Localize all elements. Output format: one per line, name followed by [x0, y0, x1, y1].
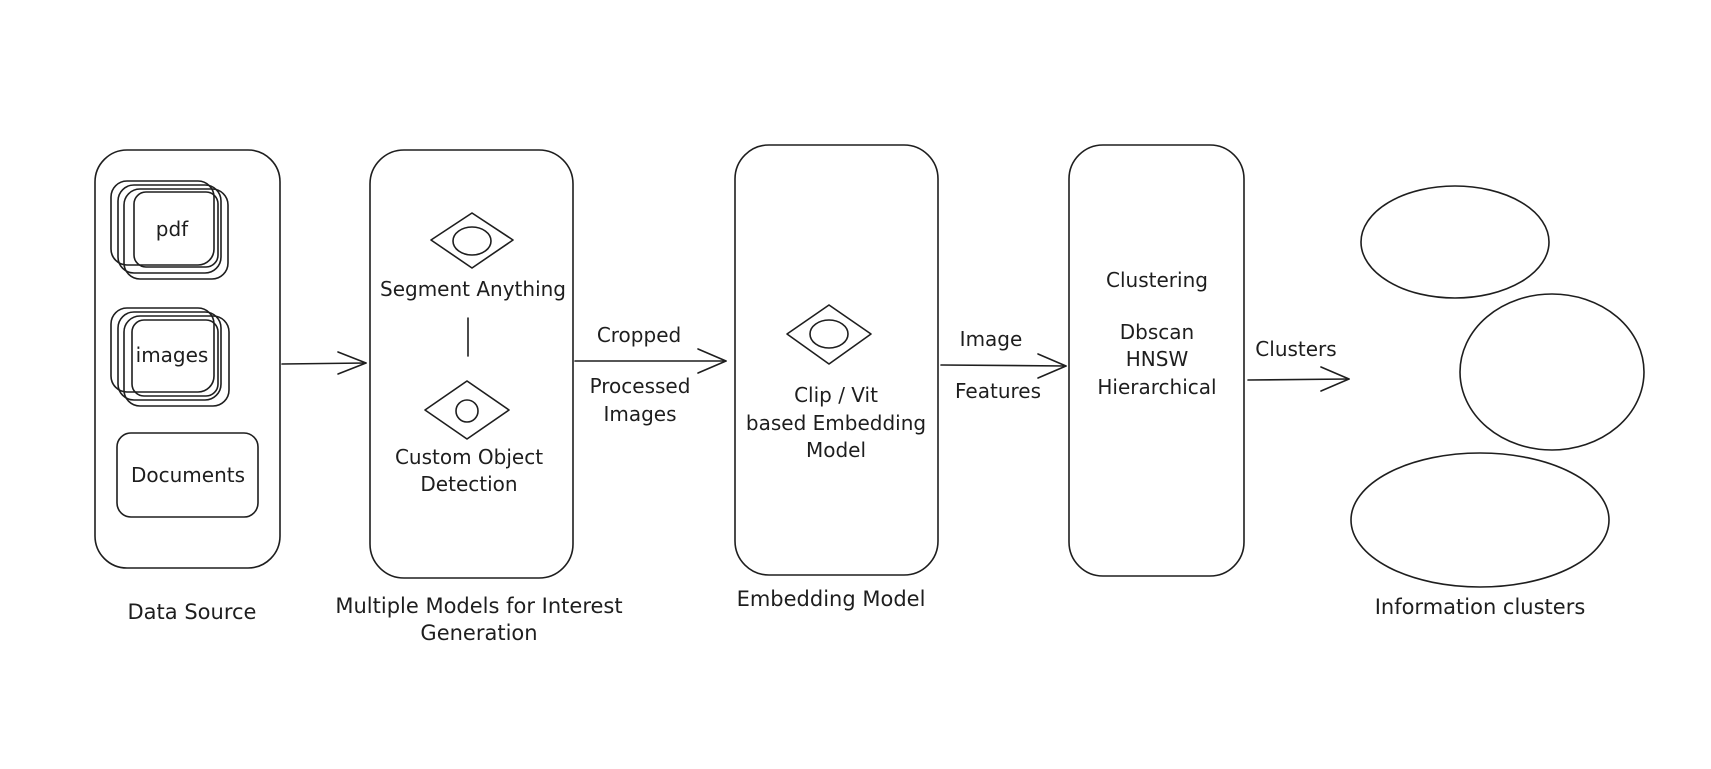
- edge-label-cropped: Cropped: [597, 323, 681, 347]
- embedding-stage: Clip / Vit based Embedding Model: [734, 144, 939, 576]
- segment-anything-icon: [430, 212, 514, 269]
- arrow-source-to-models: [281, 351, 367, 375]
- label-information-clusters: Information clusters: [1375, 595, 1586, 619]
- images-label: images: [136, 343, 209, 367]
- edge-label-images: Images: [603, 402, 676, 426]
- label-interest-models-2: Generation: [420, 621, 537, 645]
- algorithm-hierarchical: Hierarchical: [1097, 375, 1216, 399]
- data-source-container: [94, 149, 281, 569]
- algorithm-dbscan: Dbscan: [1120, 320, 1194, 344]
- cluster-ellipse-2: [1459, 293, 1645, 451]
- clustering-title: Clustering: [1106, 268, 1208, 292]
- algorithm-hnsw: HNSW: [1126, 347, 1189, 371]
- custom-detection-label-2: Detection: [420, 472, 517, 496]
- cluster-ellipse-1: [1360, 185, 1550, 299]
- label-interest-models-1: Multiple Models for Interest: [335, 594, 622, 618]
- custom-detection-icon: [424, 380, 510, 440]
- clustering-container: [1068, 144, 1245, 577]
- embedding-model-label-1: Clip / Vit: [794, 383, 878, 407]
- pdf-file-stack: pdf: [110, 180, 229, 280]
- arrow-embedding-to-clustering: [940, 353, 1067, 379]
- embedding-container: [734, 144, 939, 576]
- segment-anything-label: Segment Anything: [380, 277, 566, 301]
- embedding-model-label-2: based Embedding: [746, 411, 926, 435]
- information-clusters: [1350, 185, 1645, 588]
- interest-models-container: [369, 149, 574, 579]
- documents-box: Documents: [116, 432, 259, 518]
- arrow-clustering-to-clusters: [1247, 366, 1350, 392]
- edge-label-processed: Processed: [590, 374, 691, 398]
- cluster-ellipse-3: [1350, 452, 1610, 588]
- clustering-stage: Clustering Dbscan HNSW Hierarchical: [1068, 144, 1245, 577]
- arrow-models-to-embedding: [574, 348, 727, 374]
- label-data-source: Data Source: [128, 600, 257, 624]
- custom-detection-label-1: Custom Object: [395, 445, 543, 469]
- data-source-stage: pdf images Documents: [94, 149, 281, 569]
- embedding-model-icon: [786, 304, 872, 365]
- interest-models-stage: Segment Anything Custom Object Detection: [369, 149, 574, 579]
- pdf-label: pdf: [156, 217, 189, 241]
- documents-label: Documents: [131, 463, 245, 487]
- edge-label-image: Image: [960, 327, 1023, 351]
- edge-label-features: Features: [955, 379, 1041, 403]
- images-file-stack: images: [110, 307, 230, 407]
- label-embedding-model: Embedding Model: [737, 587, 926, 611]
- edge-label-clusters: Clusters: [1255, 337, 1336, 361]
- embedding-model-label-3: Model: [806, 438, 866, 462]
